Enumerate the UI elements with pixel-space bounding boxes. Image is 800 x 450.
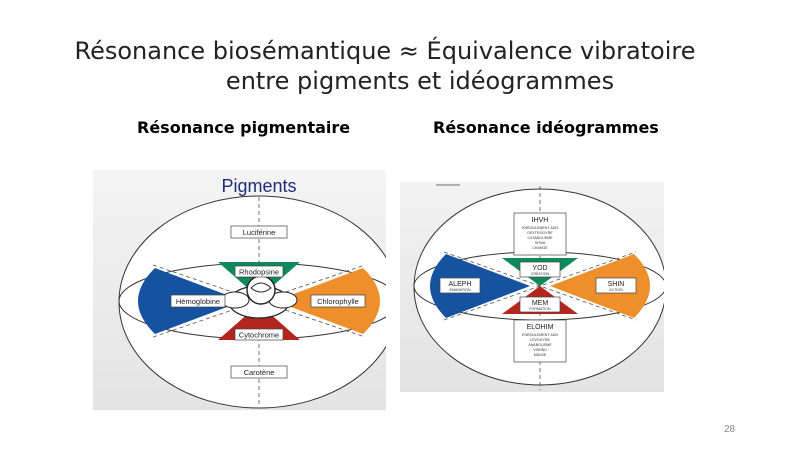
ihvh-sub-1: ENROULEMENT ADN bbox=[522, 226, 558, 230]
elohim-sub-2: LEVOGYRE bbox=[530, 338, 550, 342]
mem-name: MEM bbox=[532, 300, 549, 307]
cytochrome-label: Cytochrome bbox=[239, 331, 279, 340]
ihvh-sub-3: CATABOLISME bbox=[527, 236, 553, 240]
carotene-box bbox=[230, 365, 288, 379]
title-line-1: Résonance biosémantique ≈ Équivalence vi… bbox=[74, 37, 696, 65]
elohim-box bbox=[513, 319, 567, 363]
pigments-title: Pigments bbox=[221, 176, 296, 196]
page-number: 28 bbox=[724, 424, 736, 435]
elohim-sub-4: VISHNU bbox=[533, 348, 547, 352]
left-heading: Résonance pigmentaire bbox=[137, 118, 351, 137]
mem-box bbox=[519, 296, 561, 313]
aleph-name: ALEPH bbox=[449, 281, 472, 288]
chlorophylle-box bbox=[310, 294, 366, 308]
luciferine-box bbox=[230, 225, 288, 239]
elohim-sub-1: ENROULEMENT ADN bbox=[522, 333, 558, 337]
rhodopsine-label: Rhodopsine bbox=[239, 268, 279, 277]
pigments-diagram-svg: Pigments Luciférine Carotène Rhodopsine … bbox=[93, 170, 400, 410]
luciferine-label: Luciférine bbox=[243, 228, 276, 237]
ihvh-sub-4: SHIVA bbox=[535, 241, 546, 245]
yod-box bbox=[519, 261, 561, 278]
elohim-sub-5: MASSE bbox=[534, 353, 547, 357]
hemoglobine-box bbox=[170, 294, 226, 308]
ideograms-diagram: IHVH ENROULEMENT ADN DEXTROGYRE CATABOLI… bbox=[400, 182, 667, 392]
ihvh-name: IHVH bbox=[532, 217, 549, 224]
ihvh-box bbox=[513, 212, 567, 256]
chlorophylle-label: Chlorophylle bbox=[317, 297, 359, 306]
ihvh-sub-5: CHANGE bbox=[532, 246, 548, 250]
pigments-diagram: Pigments Luciférine Carotène Rhodopsine … bbox=[93, 170, 400, 410]
title-line-2: entre pigments et idéogrammes bbox=[225, 67, 615, 95]
ideograms-diagram-svg: IHVH ENROULEMENT ADN DEXTROGYRE CATABOLI… bbox=[400, 182, 667, 392]
slide-title: Résonance biosémantique ≈ Équivalence vi… bbox=[0, 36, 800, 96]
elohim-sub-3: ANABOLISME bbox=[528, 343, 552, 347]
diagonal-axis-2 bbox=[152, 264, 366, 338]
carotene-label: Carotène bbox=[244, 368, 275, 377]
hemoglobine-label: Hémoglobine bbox=[176, 297, 220, 306]
yod-name: YOD bbox=[532, 265, 547, 272]
right-heading: Résonance idéogrammes bbox=[433, 118, 659, 137]
elohim-name: ELOHIM bbox=[527, 324, 554, 331]
ihvh-sub-2: DEXTROGYRE bbox=[527, 231, 553, 235]
shin-name: SHIN bbox=[608, 281, 625, 288]
cytochrome-box bbox=[234, 328, 284, 341]
shin-box bbox=[595, 277, 637, 294]
diagonal-axis-1 bbox=[152, 264, 366, 338]
rhodopsine-box bbox=[234, 265, 284, 278]
aleph-sub: ÉMANATION bbox=[449, 287, 471, 292]
yod-sub: CRÉATION bbox=[531, 271, 550, 276]
shin-sub: ACTION bbox=[609, 288, 623, 292]
aleph-box bbox=[439, 277, 481, 294]
cell-drawing bbox=[220, 275, 298, 319]
mem-sub: FORMATION bbox=[529, 307, 551, 311]
